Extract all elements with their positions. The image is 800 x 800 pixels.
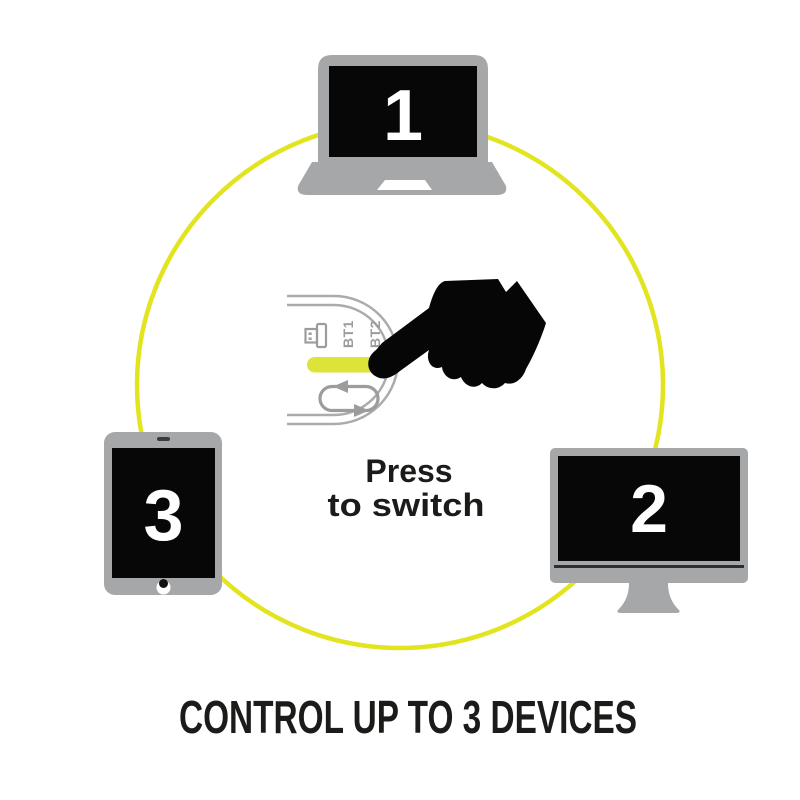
laptop-device: 1 [297, 55, 507, 195]
usb-body [315, 322, 328, 349]
tablet-camera [157, 437, 170, 441]
caption-line-2: to switch [328, 487, 485, 523]
monitor-stand [617, 583, 680, 613]
pressing-hand-icon [368, 279, 546, 389]
cycle-arrowhead-left [333, 380, 348, 393]
device-number-1: 1 [383, 76, 423, 156]
bt2-label: BT2 [367, 320, 383, 348]
cycle-arrows-icon [318, 380, 380, 417]
usb-plug [304, 327, 319, 344]
slider-switch[interactable] [307, 357, 387, 373]
switch-closeup: BT1 BT2 [287, 279, 546, 426]
monitor-screen [558, 456, 740, 561]
cycle-arrowhead-right [354, 404, 369, 417]
laptop-base [297, 162, 507, 195]
usb-receiver-icon [304, 322, 328, 349]
caption-line-1: Press [365, 453, 452, 489]
device-number-2: 2 [630, 471, 668, 547]
monitor-device: 2 [550, 448, 748, 613]
cycle-arc-left [318, 384, 356, 413]
headline: CONTROL UP TO 3 DEVICES [179, 691, 637, 743]
tablet-home-dot [159, 579, 168, 588]
laptop-screen [329, 66, 477, 157]
cycle-arc-right [346, 384, 380, 413]
device-number-3: 3 [143, 476, 183, 556]
monitor-chin-line [554, 565, 744, 568]
usb-pin-2 [308, 337, 312, 340]
tablet-device: 3 [104, 432, 222, 595]
tablet-screen [112, 448, 215, 578]
laptop-notch [377, 180, 432, 190]
bt1-label: BT1 [340, 320, 356, 348]
usb-pin-1 [308, 332, 312, 335]
